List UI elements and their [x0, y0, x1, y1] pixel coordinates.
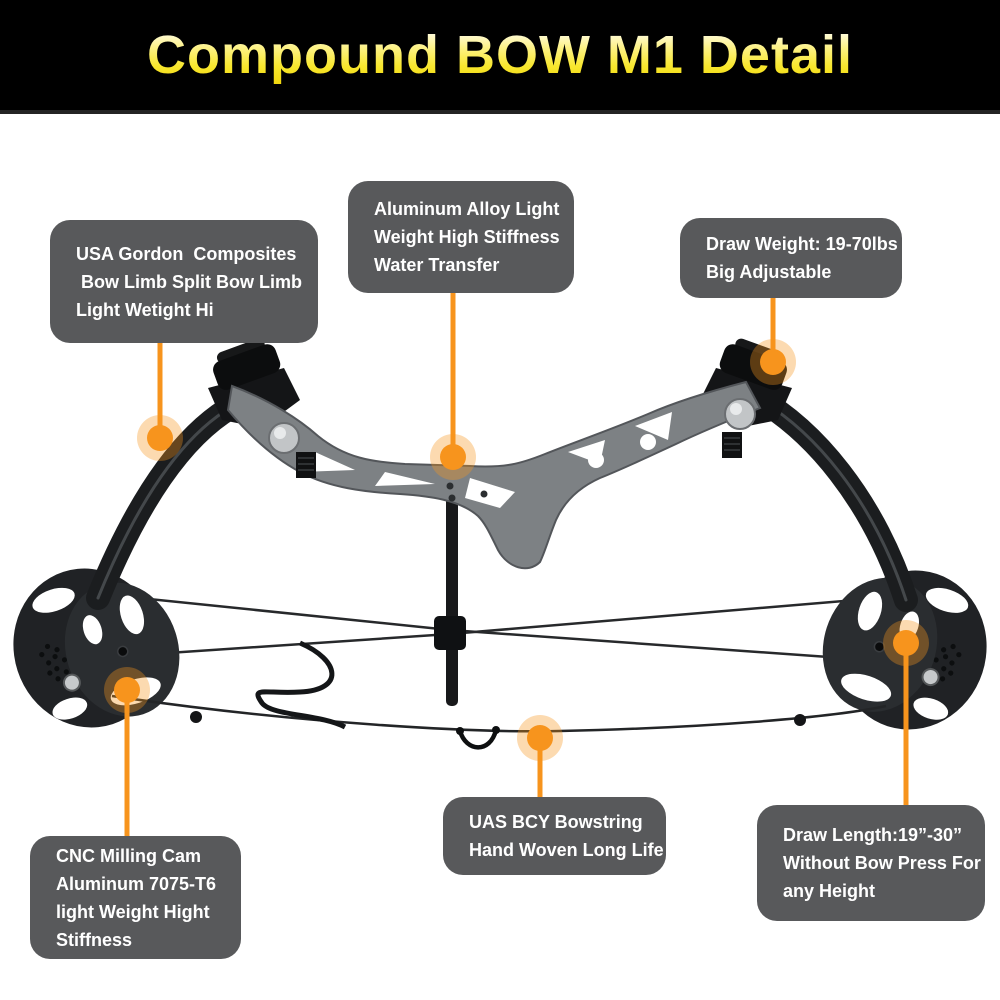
- callout-text-line: Draw Length:19”-30”: [783, 825, 963, 845]
- callout-text-line: UAS BCY Bowstring: [469, 812, 643, 832]
- cam-axle: [62, 673, 81, 692]
- string-silencer: [190, 711, 202, 723]
- callout-text-line: any Height: [783, 881, 876, 901]
- marker-dot-riser: [440, 444, 466, 470]
- callout-text-line: Weight High Stiffness: [374, 227, 560, 247]
- callout-riser: Aluminum Alloy Light Weight High Stiffne…: [348, 181, 574, 293]
- callout-draw-weight: Draw Weight: 19-70lbs Big Adjustable: [680, 218, 902, 298]
- cam-axle: [921, 668, 940, 687]
- callout-text-line: Water Transfer: [374, 255, 500, 275]
- callout-bow-limb: USA Gordon Composites Bow Limb Split Bow…: [50, 220, 318, 343]
- marker-dot-draw-weight: [760, 349, 786, 375]
- peep-tube: [255, 640, 347, 730]
- marker-dot-cam: [114, 677, 140, 703]
- callout-text-line: Bow Limb Split Bow Limb: [76, 271, 302, 292]
- marker-dot-bowstring: [527, 725, 553, 751]
- cables: [119, 594, 899, 664]
- riser-holes: [446, 482, 488, 502]
- callout-text-line: Hand Woven Long Life: [469, 840, 664, 860]
- title-banner: Compound BOW M1 Detail: [0, 0, 1000, 114]
- callout-text-line: Aluminum 7075-T6: [56, 873, 217, 894]
- callout-cam: CNC Milling Cam Aluminum 7075-T6 light W…: [30, 836, 241, 959]
- page-title: Compound BOW M1 Detail: [147, 25, 853, 85]
- marker-dots: [104, 339, 929, 761]
- marker-dot-limb: [147, 425, 173, 451]
- callout-draw-length: Draw Length:19”-30” Without Bow Press Fo…: [757, 805, 985, 921]
- callout-text-line: Draw Weight: 19-70lbs: [706, 234, 898, 254]
- d-loop: [457, 729, 499, 750]
- callout-text-line: Big Adjustable: [706, 262, 832, 282]
- string-silencer: [794, 714, 806, 726]
- callout-text-line: Without Bow Press For: [783, 853, 981, 873]
- callout-text-line: light Weight Hight: [56, 901, 210, 922]
- leader-lines: [124, 290, 909, 840]
- riser: [226, 380, 762, 570]
- stabilizer-rod: [434, 476, 466, 706]
- callout-text-line: CNC Milling Cam: [56, 845, 202, 866]
- callout-bowstring: UAS BCY Bowstring Hand Woven Long Life: [443, 797, 666, 875]
- limb-bolt-left: [268, 422, 316, 478]
- marker-dot-draw-length: [893, 630, 919, 656]
- callout-text-line: Stiffness: [56, 929, 133, 950]
- callout-text-line: USA Gordon Composites: [76, 243, 297, 264]
- cam-perforations: [39, 643, 71, 685]
- callout-text-line: Aluminum Alloy Light: [374, 199, 560, 219]
- bowstring: [111, 640, 887, 750]
- cable-slide: [434, 616, 466, 650]
- limb-bolt-right: [722, 398, 756, 458]
- callout-text-line: Light Wetight Hi: [76, 299, 214, 320]
